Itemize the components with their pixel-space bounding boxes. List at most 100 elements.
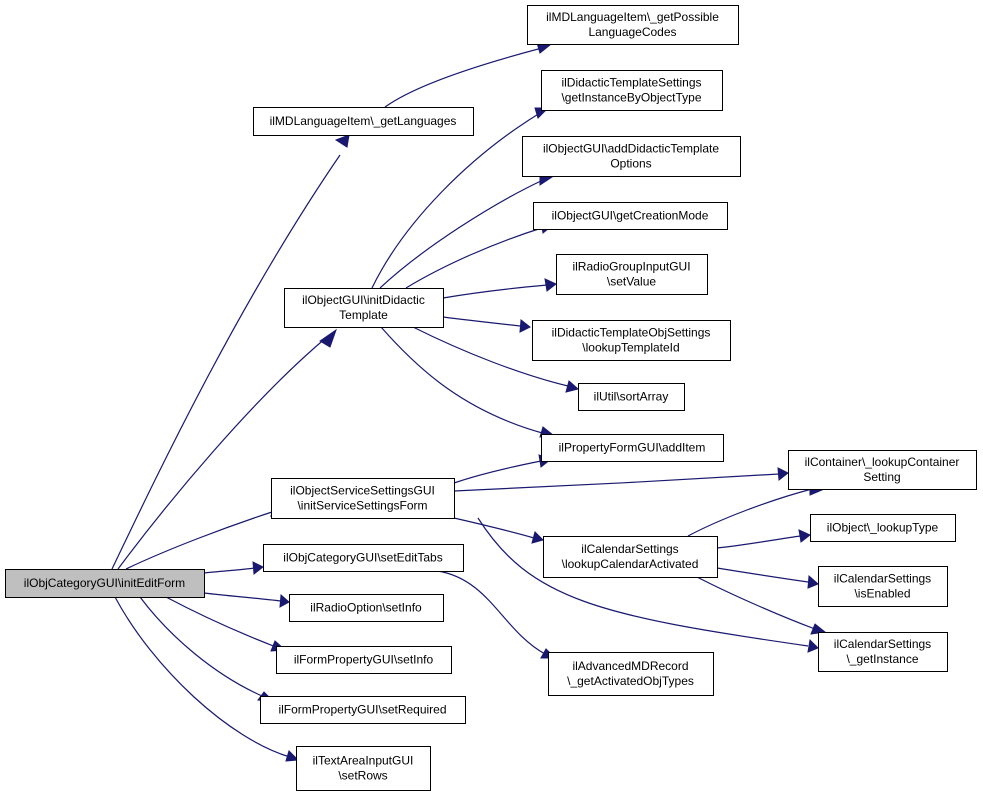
node-label: ilObjectGUI\getCreationMode [552,209,709,223]
node-label: \setRows [338,769,387,783]
edge-lookupCalendar-to-lookupType [716,529,811,549]
node-label: ilObjectServiceSettingsGUI [290,484,435,498]
node-box[interactable] [263,544,464,572]
edge-initDidactic-to-sortArray [412,326,580,393]
edge-root-to-initDidactic [117,328,337,570]
edge-root-to-setRows [114,596,300,762]
node-box[interactable] [289,594,444,622]
edge-initDidactic-to-radioSetValue [442,278,557,299]
edge-line [111,154,341,570]
node-getLanguages[interactable]: ilMDLanguageItem\_getLanguages [253,107,474,136]
node-box[interactable] [533,202,728,230]
edge-arrowhead-icon [252,561,264,575]
edge-root-to-getLanguages [111,134,350,570]
edge-root-to-formPropSetInfo [165,596,287,652]
node-lookupCalendar[interactable]: ilCalendarSettings\lookupCalendarActivat… [543,536,718,578]
node-box[interactable] [556,254,708,295]
edge-initDidactic-to-getCreationMode [405,220,556,289]
edge-line [696,576,816,630]
edge-initServiceSettings-to-lookupContainer [453,467,789,492]
edge-getLanguages-to-getPossible [384,42,552,108]
edge-root-to-setRequired [139,596,275,702]
node-box[interactable] [548,652,714,696]
node-label: ilFormPropertyGUI\setInfo [294,653,434,667]
edge-root-to-radioOptionSetInfo [203,592,290,608]
node-label: ilObjectGUI\initDidactic [302,293,425,307]
node-getCreationMode[interactable]: ilObjectGUI\getCreationMode [533,202,728,230]
node-label: ilCalendarSettings [581,542,678,556]
edge-arrowhead-icon [279,593,290,608]
node-label: \getInstanceByObjectType [561,91,701,105]
node-box[interactable] [788,450,977,490]
edge-initDidactic-to-addDidacticOptions [379,174,554,289]
node-box[interactable] [253,107,474,136]
node-box[interactable] [541,70,723,111]
node-box[interactable] [541,434,724,462]
edge-arrowhead-icon [798,529,811,543]
node-box[interactable] [5,569,205,598]
edge-line [442,284,548,299]
edge-arrowhead-icon [285,750,300,762]
node-lookupType[interactable]: ilObject\_lookupType [810,514,956,542]
node-label: ilPropertyFormGUI\addItem [559,441,706,455]
node-box[interactable] [276,646,452,674]
node-box[interactable] [810,514,956,542]
node-box[interactable] [284,288,444,328]
node-root[interactable]: ilObjCategoryGUI\initEditForm [5,569,205,598]
node-sortArray[interactable]: ilUtil\sortArray [578,383,685,411]
node-formPropSetInfo[interactable]: ilFormPropertyGUI\setInfo [276,646,452,674]
edge-line [125,510,276,570]
edge-root-to-setEditTabs [203,561,264,575]
node-label: \_getActivatedObjTypes [567,674,694,688]
edge-line [371,112,541,289]
node-advancedMD[interactable]: ilAdvancedMDRecord\_getActivatedObjTypes [548,652,714,696]
node-getInstanceByObjType[interactable]: ilDidacticTemplateSettings\getInstanceBy… [541,70,723,111]
node-label: ilFormPropertyGUI\setRequired [278,703,446,717]
node-box[interactable] [527,5,739,45]
node-getInstance[interactable]: ilCalendarSettings\_getInstance [818,632,948,672]
node-setRows[interactable]: ilTextAreaInputGUI\setRows [296,746,431,791]
edge-line [477,517,809,647]
node-initServiceSettings[interactable]: ilObjectServiceSettingsGUI\initServiceSe… [271,478,455,519]
node-box[interactable] [532,320,731,361]
edge-arrowhead-icon [544,278,557,292]
node-setRequired[interactable]: ilFormPropertyGUI\setRequired [260,696,466,724]
node-box[interactable] [818,566,948,607]
node-lookupTemplateId[interactable]: ilDidacticTemplateObjSettings\lookupTemp… [532,320,731,361]
node-label: Setting [863,470,900,484]
node-box[interactable] [271,478,455,519]
edge-arrowhead-icon [777,467,789,481]
edge-line [453,517,535,539]
node-label: ilAdvancedMDRecord [572,659,688,673]
node-box[interactable] [296,746,431,791]
edge-line [203,567,256,574]
node-box[interactable] [818,632,948,672]
node-label: \initServiceSettingsForm [297,499,427,513]
node-setEditTabs[interactable]: ilObjCategoryGUI\setEditTabs [263,544,464,572]
edge-line [412,326,569,387]
node-addItem[interactable]: ilPropertyFormGUI\addItem [541,434,724,462]
edge-initDidactic-to-addItem [380,326,555,438]
node-label: \_getInstance [846,652,918,666]
node-label: Options [610,157,651,171]
edge-arrowhead-icon [519,319,531,333]
node-isEnabled[interactable]: ilCalendarSettings\isEnabled [818,566,948,607]
node-box[interactable] [543,536,718,578]
edge-setEditTabs-to-advancedMD [437,570,557,659]
node-box[interactable] [260,696,466,724]
node-radioOptionSetInfo[interactable]: ilRadioOption\setInfo [289,594,444,622]
node-radioSetValue[interactable]: ilRadioGroupInputGUI\setValue [556,254,708,295]
edge-root-to-initServiceSettings [125,504,288,570]
node-label: ilMDLanguageItem\_getPossible [546,10,719,24]
node-label: ilDidacticTemplateObjSettings [552,326,711,340]
node-getPossible[interactable]: ilMDLanguageItem\_getPossibleLanguageCod… [527,5,739,45]
edges-layer [111,42,827,762]
node-box[interactable] [578,383,685,411]
node-label: \lookupTemplateId [582,341,679,355]
node-label: ilContainer\_lookupContainer [805,455,960,469]
node-box[interactable] [522,136,741,177]
